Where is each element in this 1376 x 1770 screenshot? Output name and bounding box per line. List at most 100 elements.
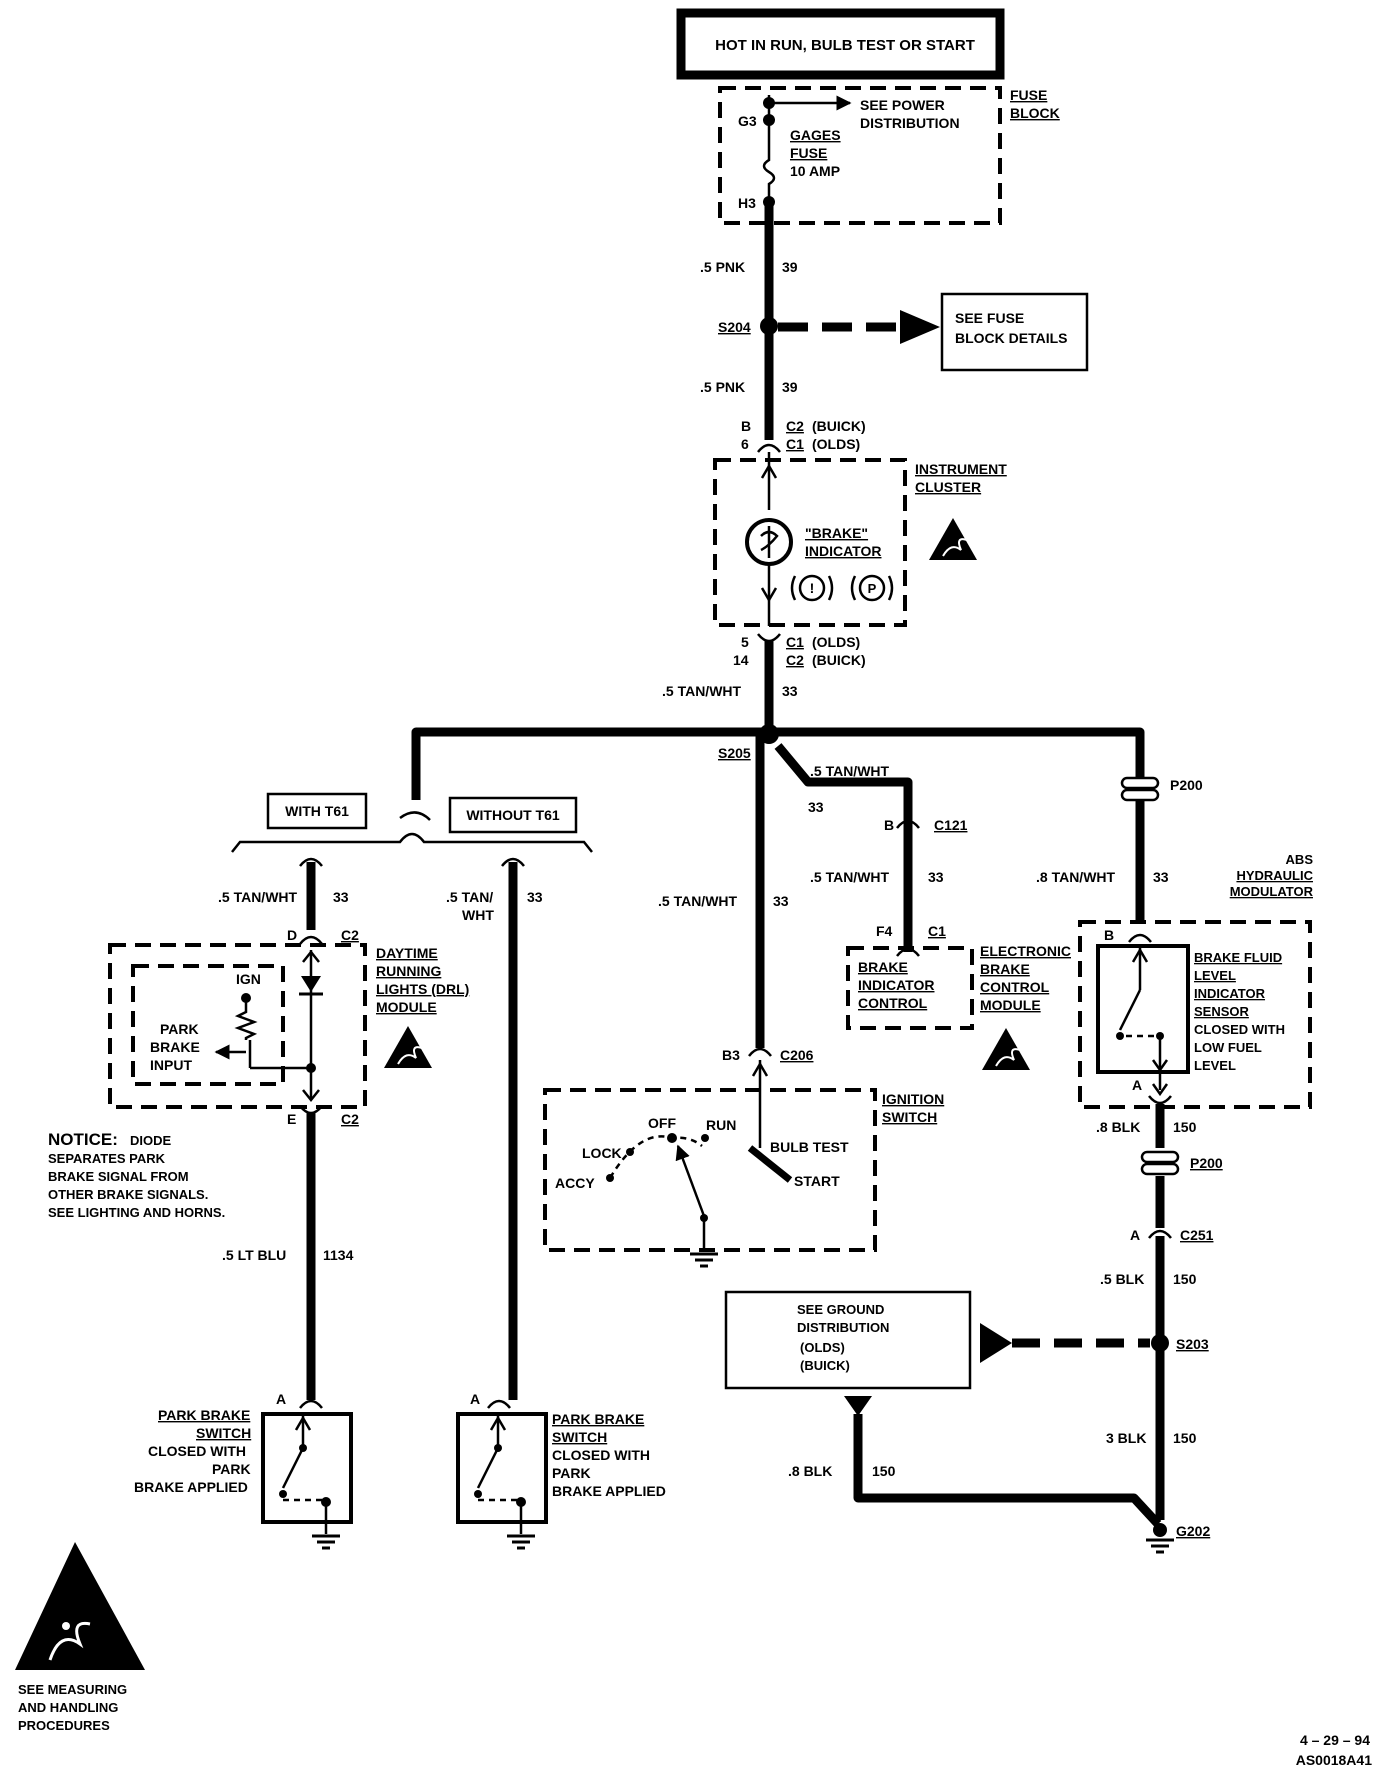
svg-text:14: 14	[733, 652, 749, 668]
svg-text:.5 LT BLU: .5 LT BLU	[222, 1247, 286, 1263]
svg-text:BRAKE: BRAKE	[980, 961, 1030, 977]
svg-text:WITH T61: WITH T61	[285, 803, 349, 819]
instrument-cluster: B 6 C2 (BUICK) C1 (OLDS) INSTRUMENT CLUS…	[713, 418, 1007, 668]
svg-text:SEE LIGHTING AND HORNS.: SEE LIGHTING AND HORNS.	[48, 1205, 225, 1220]
svg-text:C1: C1	[786, 634, 804, 650]
svg-text:1134: 1134	[323, 1247, 354, 1263]
diode-icon	[301, 976, 321, 992]
svg-text:.5 PNK: .5 PNK	[700, 259, 745, 275]
svg-text:BRAKE APPLIED: BRAKE APPLIED	[552, 1483, 666, 1499]
svg-text:.8 TAN/WHT: .8 TAN/WHT	[1036, 869, 1116, 885]
ground-icon	[505, 1534, 537, 1550]
svg-text:33: 33	[782, 683, 798, 699]
see-ground-distribution-box: SEE GROUND DISTRIBUTION (OLDS) (BUICK)	[724, 1290, 972, 1390]
svg-text:CLOSED WITH: CLOSED WITH	[1194, 1022, 1285, 1037]
see-fuse-block-details-box: SEE FUSE BLOCK DETAILS	[940, 292, 1089, 372]
svg-text:33: 33	[1153, 869, 1169, 885]
diode-notice: NOTICE: DIODE SEPARATES PARK BRAKE SIGNA…	[48, 1130, 225, 1220]
park-brake-switch-left	[261, 1412, 353, 1550]
power-source-box: HOT IN RUN, BULB TEST OR START	[676, 8, 1005, 80]
wire-ebc-tan-wht	[774, 743, 913, 952]
svg-text:SWITCH: SWITCH	[196, 1425, 251, 1441]
svg-text:S205: S205	[718, 745, 751, 761]
svg-text:33: 33	[773, 893, 789, 909]
bus-wire	[411, 727, 1145, 800]
gages-fuse-icon	[762, 120, 776, 200]
svg-text:P: P	[868, 581, 877, 596]
svg-text:.5 TAN/WHT: .5 TAN/WHT	[218, 889, 298, 905]
svg-text:(OLDS): (OLDS)	[812, 436, 860, 452]
svg-text:(BUICK): (BUICK)	[812, 652, 866, 668]
fuse-pin-g3: G3	[738, 113, 757, 129]
svg-text:E: E	[287, 1111, 296, 1127]
svg-text:33: 33	[527, 889, 543, 905]
svg-text:LIGHTS (DRL): LIGHTS (DRL)	[376, 981, 469, 997]
svg-text:(BUICK): (BUICK)	[800, 1358, 850, 1373]
svg-text:PARK: PARK	[160, 1021, 199, 1037]
svg-text:F4: F4	[876, 923, 893, 939]
svg-text:.5 TAN/WHT: .5 TAN/WHT	[810, 763, 890, 779]
svg-text:AND HANDLING: AND HANDLING	[18, 1700, 118, 1715]
svg-text:C121: C121	[934, 817, 968, 833]
svg-text:.8 BLK: .8 BLK	[788, 1463, 832, 1479]
wire-blk-150-c	[853, 1414, 1162, 1528]
ebcm-name: ELECTRONIC	[980, 943, 1071, 959]
svg-text:33: 33	[808, 799, 824, 815]
svg-text:C206: C206	[780, 1047, 814, 1063]
svg-text:DISTRIBUTION: DISTRIBUTION	[860, 115, 960, 131]
svg-text:B: B	[884, 817, 894, 833]
svg-text:ACCY: ACCY	[555, 1175, 595, 1191]
ground-icon	[310, 1534, 342, 1550]
svg-text:A: A	[1132, 1077, 1142, 1093]
ground-icon	[1144, 1538, 1176, 1554]
svg-text:D: D	[287, 927, 297, 943]
svg-text:6: 6	[741, 436, 749, 452]
svg-text:PARK BRAKE: PARK BRAKE	[158, 1407, 250, 1423]
svg-text:A: A	[1130, 1227, 1140, 1243]
svg-text:10 AMP: 10 AMP	[790, 163, 840, 179]
svg-text:150: 150	[1173, 1271, 1197, 1287]
svg-text:CLUSTER: CLUSTER	[915, 479, 981, 495]
svg-text:LOCK: LOCK	[582, 1145, 622, 1161]
resistor-icon	[234, 1002, 258, 1040]
svg-text:C2: C2	[786, 652, 804, 668]
drl-module: DAYTIME RUNNING LIGHTS (DRL) MODULE IGN …	[108, 943, 469, 1109]
splice-s203	[1151, 1334, 1169, 1352]
svg-text:33: 33	[928, 869, 944, 885]
svg-text:DISTRIBUTION: DISTRIBUTION	[797, 1320, 889, 1335]
park-brake-switch-right	[456, 1412, 548, 1550]
ground-icon	[688, 1252, 720, 1268]
connector-c251	[1148, 1229, 1172, 1239]
warning-symbol-icon: !	[790, 574, 834, 602]
svg-text:PROCEDURES: PROCEDURES	[18, 1718, 110, 1733]
svg-text:SWITCH: SWITCH	[882, 1109, 937, 1125]
svg-text:C2: C2	[341, 927, 359, 943]
see-power-distribution: SEE POWER	[860, 97, 945, 113]
svg-text:SENSOR: SENSOR	[1194, 1004, 1250, 1019]
svg-text:NOTICE:: NOTICE:	[48, 1130, 118, 1149]
power-source-label: HOT IN RUN, BULB TEST OR START	[715, 37, 975, 54]
svg-text:LOW FUEL: LOW FUEL	[1194, 1040, 1262, 1055]
ground-g202	[1153, 1523, 1167, 1537]
svg-text:!: !	[810, 580, 815, 596]
svg-text:SEE MEASURING: SEE MEASURING	[18, 1682, 127, 1697]
svg-text:150: 150	[1173, 1119, 1197, 1135]
connector-c121	[896, 819, 920, 829]
svg-text:C1: C1	[928, 923, 946, 939]
svg-text:SEE GROUND: SEE GROUND	[797, 1302, 884, 1317]
brake-indicator-control-label: BRAKE	[858, 959, 908, 975]
svg-text:CONTROL: CONTROL	[980, 979, 1050, 995]
fuse-block-name: FUSE	[1010, 87, 1047, 103]
svg-text:BRAKE SIGNAL FROM: BRAKE SIGNAL FROM	[48, 1169, 189, 1184]
svg-text:G202: G202	[1176, 1523, 1210, 1539]
fuse-pin-h3: H3	[738, 195, 756, 211]
svg-text:OTHER BRAKE SIGNALS.: OTHER BRAKE SIGNALS.	[48, 1187, 208, 1202]
svg-text:INPUT: INPUT	[150, 1057, 192, 1073]
svg-text:MODULE: MODULE	[980, 997, 1041, 1013]
svg-text:PARK BRAKE: PARK BRAKE	[552, 1411, 644, 1427]
cluster-connector-top	[757, 443, 781, 453]
svg-text:MODULE: MODULE	[376, 999, 437, 1015]
svg-text:33: 33	[333, 889, 349, 905]
svg-text:C2: C2	[786, 418, 804, 434]
esd-icon	[383, 1025, 433, 1069]
